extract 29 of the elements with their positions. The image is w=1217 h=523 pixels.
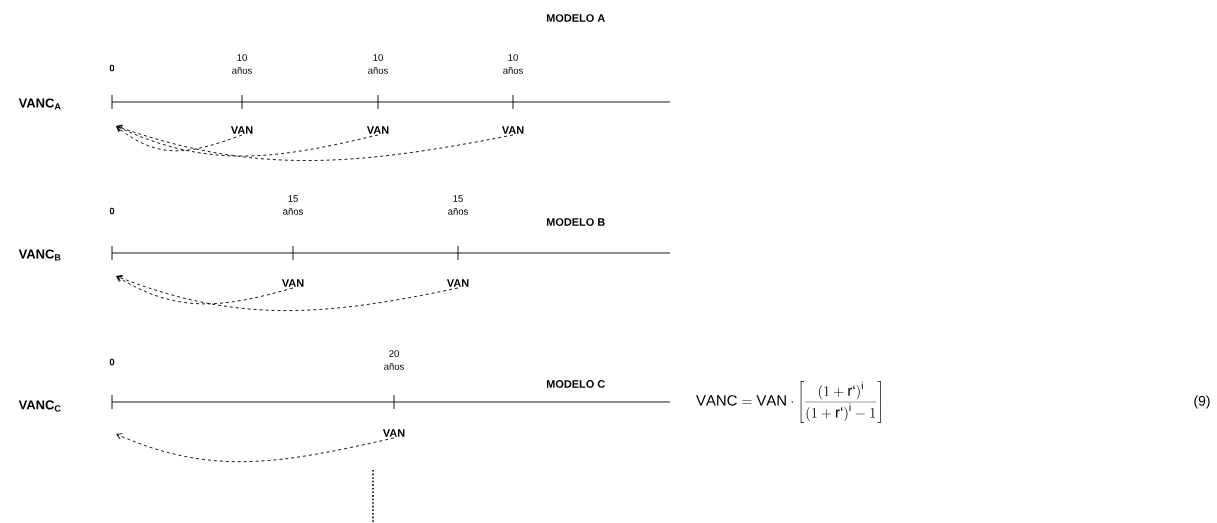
tick-label: 0 bbox=[109, 207, 115, 215]
tick-label: 15 años bbox=[448, 195, 468, 215]
value-label: VAN bbox=[446, 279, 469, 287]
value-label: VAN bbox=[230, 126, 253, 134]
dashed-arrow bbox=[116, 126, 243, 152]
row-label: VANC$_{A}$ bbox=[18, 98, 61, 110]
value-label: VAN bbox=[382, 429, 405, 437]
dashed-arrow bbox=[116, 433, 395, 462]
tick-label: 0 bbox=[109, 64, 115, 72]
dashed-arrow bbox=[116, 274, 459, 311]
tick-label: 10 años bbox=[232, 54, 252, 74]
tick-label: 10 años bbox=[368, 54, 388, 74]
model-title: MODELO C bbox=[546, 380, 605, 388]
value-label: VAN bbox=[366, 126, 389, 134]
formula: $\mathsf{VANC}=\mathsf{VAN}\cdot\left[\frac{\left(1+\mathrm{r`}\right)^{\mathrm{i}}}{\left(1+\mathrm{r`}\right)^{\mathrm{i}}-1}\right]$ bbox=[696, 381, 881, 423]
dashed-arrow bbox=[116, 124, 514, 161]
tick-label: 10 años bbox=[503, 54, 523, 74]
value-label: VAN bbox=[501, 126, 524, 134]
row-label: VANC$_{B}$ bbox=[18, 249, 61, 261]
row-label: VANC$_{C}$ bbox=[18, 400, 61, 412]
dashed-arrow bbox=[116, 276, 294, 305]
model-title: MODELO B bbox=[546, 218, 605, 226]
dashed-arrow bbox=[116, 125, 379, 157]
tick-label: 15 años bbox=[283, 195, 303, 215]
tick-label: 0 bbox=[109, 358, 115, 366]
value-label: VAN bbox=[281, 279, 304, 287]
equation-number: (9) bbox=[1194, 395, 1210, 409]
tick-label: 20 años bbox=[384, 350, 404, 370]
model-title: MODELO A bbox=[546, 14, 605, 22]
